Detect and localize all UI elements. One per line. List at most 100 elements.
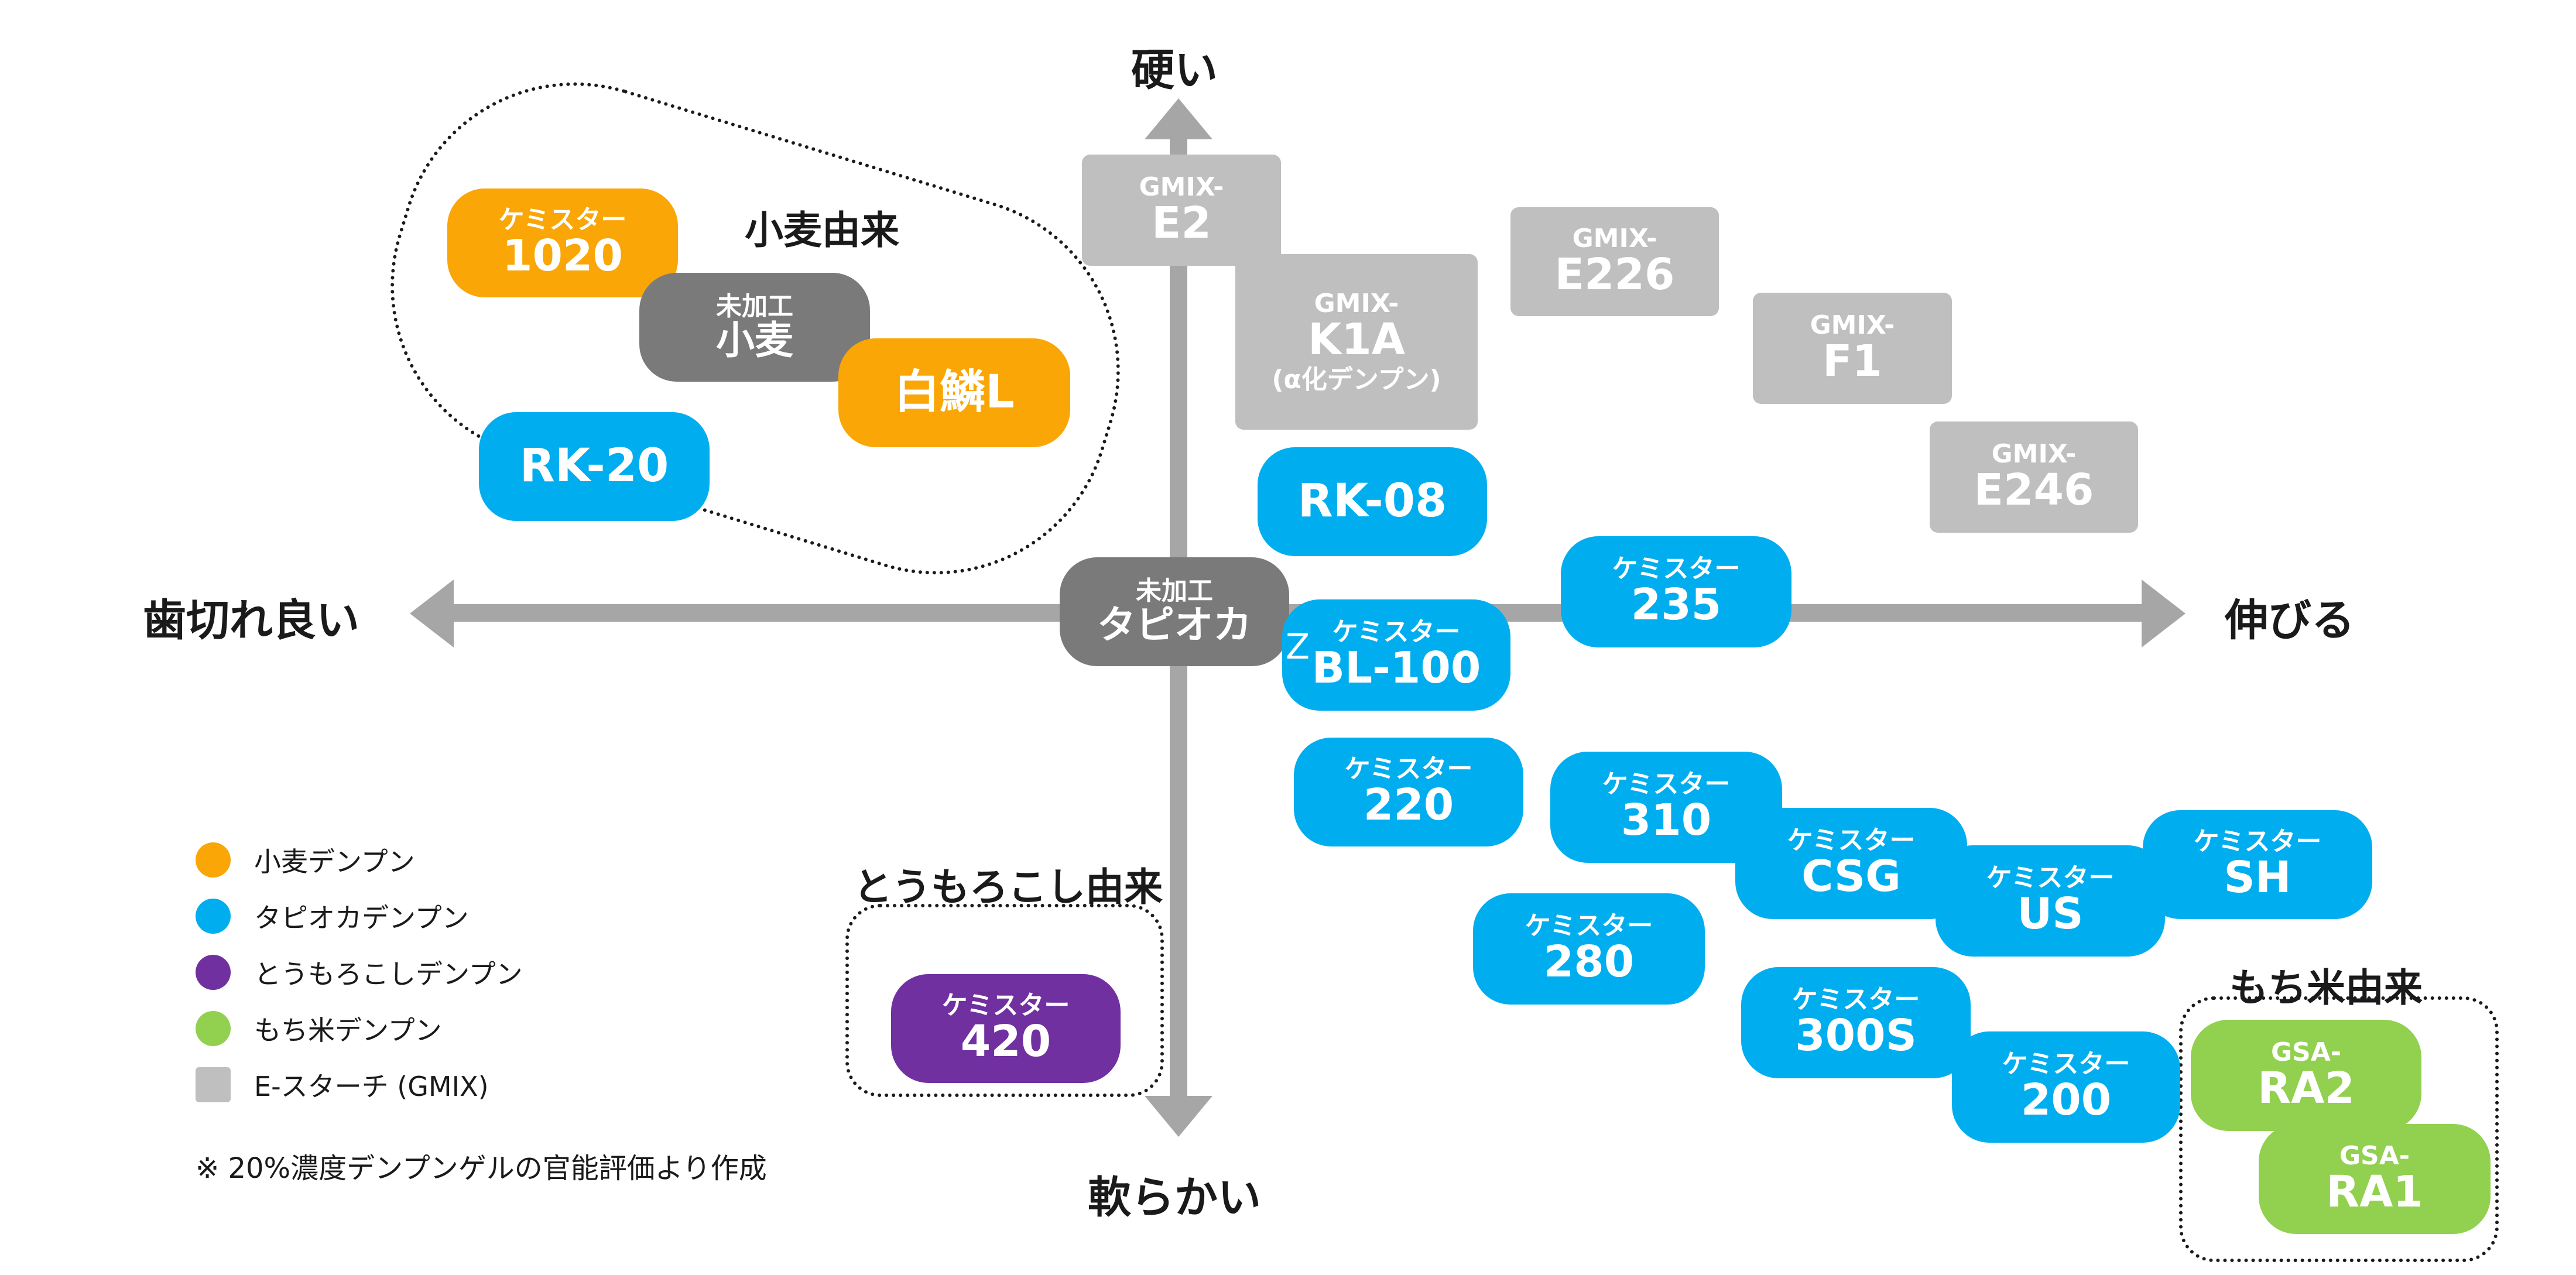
k200-node: ケミスター 200: [1952, 1031, 2180, 1143]
corn-group-outline: [845, 904, 1164, 1097]
legend-swatch: [196, 899, 231, 934]
node-line2: US: [2017, 889, 2084, 940]
node-line1: 未加工: [716, 292, 793, 322]
legend-label: 小麦デンプン: [254, 846, 415, 878]
node-label: RK-20: [519, 440, 669, 493]
node-line1: GMIX-: [1991, 439, 2077, 469]
k420-node: ケミスター 420: [891, 974, 1121, 1083]
legend-label: もち米デンプン: [254, 1014, 442, 1046]
node-line2: 310: [1621, 795, 1712, 846]
node-line2: RA2: [2258, 1063, 2355, 1114]
node-line1: GMIX-: [1314, 288, 1399, 318]
legend-label: タピオカデンプン: [254, 902, 469, 934]
hakurin-node: 白鱗L: [838, 338, 1070, 447]
node-label: RK-08: [1297, 475, 1447, 528]
node-line1: ケミスター: [1602, 769, 1731, 800]
node-line1: ケミスター: [941, 990, 1070, 1021]
legend-swatch: [196, 842, 231, 878]
k235-node: ケミスター 235: [1561, 536, 1791, 647]
gmix-k1a-node: GMIX- K1A (α化デンプン): [1235, 254, 1478, 430]
node-line1: ケミスター: [1791, 985, 1920, 1015]
node-line2: 235: [1630, 580, 1722, 630]
legend-swatch: [196, 1067, 231, 1102]
axis-label-left: 歯切れ良い: [143, 595, 359, 646]
axis-label-top: 硬い: [1131, 45, 1218, 95]
legend-item-gmix: E-スターチ (GMIX): [196, 1065, 489, 1104]
corn-group-label: とうもろこし由来: [854, 865, 1163, 910]
csg-node: ケミスター CSG: [1735, 808, 1967, 919]
node-line2: 280: [1543, 937, 1635, 988]
node-line2: F1: [1822, 336, 1883, 387]
legend-swatch: [196, 955, 231, 990]
wheat-1020-node: ケミスター 1020: [447, 188, 678, 297]
node-line2: BL-100: [1311, 643, 1481, 694]
node-line2: 小麦: [716, 318, 793, 364]
node-line1: ケミスター: [1986, 863, 2115, 893]
legend-label: とうもろこしデンプン: [254, 958, 523, 990]
gmix-e226-node: GMIX- E226: [1510, 207, 1719, 316]
raw-wheat-node: 未加工 小麦: [639, 273, 870, 382]
us-node: ケミスター US: [1936, 845, 2165, 957]
node-line2: E2: [1151, 198, 1212, 249]
node-line1: GMIX-: [1139, 172, 1224, 203]
gmix-e246-node: GMIX- E246: [1930, 421, 2138, 533]
node-line1: 未加工: [1136, 576, 1213, 606]
legend-item-wheat: 小麦デンプン: [196, 841, 415, 879]
node-line1: ケミスター: [1525, 911, 1653, 941]
node-line2: 300S: [1795, 1010, 1917, 1061]
node-note: (α化デンプン): [1272, 364, 1441, 395]
legend-item-tapioca: タピオカデンプン: [196, 897, 469, 935]
node-line1: ケミスター: [1332, 617, 1461, 647]
bl100-node: ケミスター BL-100: [1282, 599, 1510, 711]
axis-label-right: 伸びる: [2225, 595, 2355, 646]
legend-label: E-スターチ (GMIX): [254, 1071, 489, 1102]
node-line1: ケミスター: [1612, 554, 1741, 584]
mochi-group-label: もち米由来: [2229, 965, 2423, 1010]
node-line1: GSA-: [2339, 1141, 2410, 1171]
node-line2: RA1: [2326, 1167, 2423, 1218]
k300s-node: ケミスター 300S: [1741, 967, 1971, 1078]
mochi-group-outline: [2179, 996, 2499, 1262]
rk08-node: RK-08: [1258, 447, 1487, 556]
footnote: ※ 20%濃度デンプンゲルの官能評価より作成: [196, 1152, 767, 1185]
node-line1: ケミスター: [1344, 754, 1473, 784]
rk20-node: RK-20: [479, 412, 710, 521]
node-line1: GMIX-: [1572, 224, 1657, 254]
k310-node: ケミスター 310: [1550, 752, 1782, 863]
sh-node: ケミスター SH: [2143, 810, 2372, 919]
gmix-f1-node: GMIX- F1: [1753, 293, 1952, 404]
node-line1: ケミスター: [2193, 827, 2322, 857]
node-line2: タピオカ: [1097, 602, 1252, 648]
ra1-node: GSA- RA1: [2259, 1124, 2491, 1234]
node-line2: K1A: [1307, 314, 1406, 365]
axis-label-bottom: 軟らかい: [1088, 1173, 1261, 1223]
node-line2: CSG: [1801, 851, 1901, 902]
arrow-up-icon: [1145, 98, 1212, 139]
node-line1: ケミスター: [498, 205, 627, 235]
legend-item-corn: とうもろこしデンプン: [196, 953, 523, 992]
wheat-group-label: 小麦由来: [745, 208, 899, 253]
node-line2: SH: [2224, 852, 2291, 903]
node-line1: ケミスター: [1787, 825, 1916, 856]
legend-item-mochi: もち米デンプン: [196, 1009, 442, 1048]
legend-swatch: [196, 1011, 231, 1046]
node-line2: 1020: [502, 231, 623, 282]
arrow-down-icon: [1145, 1096, 1212, 1137]
node-line2: 220: [1363, 780, 1454, 831]
gmix-e2-node: GMIX- E2: [1082, 155, 1281, 266]
raw-tapioca-node: 未加工 タピオカ: [1060, 557, 1289, 666]
node-line1: GMIX-: [1810, 310, 1895, 341]
node-line2: E226: [1554, 249, 1675, 300]
node-label: 白鱗L: [894, 366, 1015, 419]
k220-node: ケミスター 220: [1294, 738, 1523, 846]
node-line2: E246: [1974, 465, 2094, 516]
k280-node: ケミスター 280: [1473, 893, 1705, 1005]
node-line2: 420: [960, 1016, 1051, 1067]
node-line2: 200: [2020, 1075, 2112, 1126]
node-line1: ケミスター: [2002, 1049, 2130, 1079]
bl100-prefix: Z: [1286, 626, 1310, 667]
arrow-left-icon: [410, 580, 454, 647]
ra2-node: GSA- RA2: [2191, 1020, 2421, 1131]
arrow-right-icon: [2142, 580, 2186, 647]
node-line1: GSA-: [2270, 1037, 2342, 1068]
